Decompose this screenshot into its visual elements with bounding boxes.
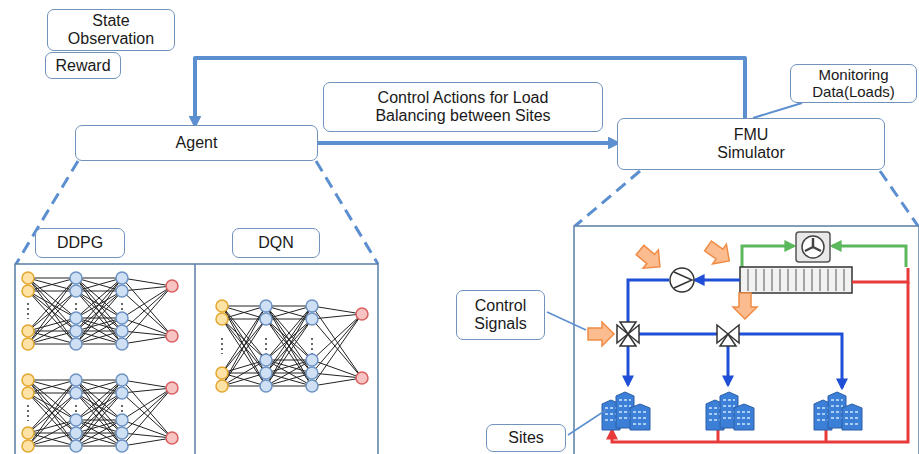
simulator-panel: [574, 226, 919, 454]
callout-label: Sites: [486, 424, 566, 452]
agent-box: Agent: [75, 125, 318, 161]
simulator-box: FMU Simulator: [617, 118, 885, 170]
node-text: Control Actions for Load Balancing betwe…: [358, 89, 568, 124]
flow-arrow: [195, 58, 745, 125]
building-icons: [602, 392, 862, 430]
node-text: FMU Simulator: [706, 126, 796, 161]
callout-label: Control Signals: [456, 290, 545, 340]
signal-arrows: [588, 236, 757, 346]
node-text: Monitoring Data(Loads): [802, 67, 906, 100]
node-text: Control Signals: [465, 297, 537, 332]
node-text: Reward: [55, 57, 110, 75]
input-label: Reward: [45, 52, 121, 79]
heat-exchanger: [740, 267, 852, 293]
flow-arrow: [318, 141, 617, 145]
action-label: Control Actions for Load Balancing betwe…: [323, 82, 603, 132]
panel-divider: [194, 264, 196, 454]
algorithm-label: DQN: [232, 228, 320, 258]
pump-symbol: [670, 268, 694, 292]
valve-symbols: [617, 322, 739, 346]
network-panel: [15, 264, 378, 454]
node-text: State Observation: [61, 12, 161, 47]
node-text: DDPG: [57, 234, 103, 252]
input-label: Monitoring Data(Loads): [790, 64, 917, 103]
node-text: DQN: [258, 234, 294, 252]
input-label: State Observation: [47, 9, 175, 51]
node-text: Sites: [508, 429, 544, 447]
algorithm-label: DDPG: [35, 228, 125, 258]
return-pipe: [612, 268, 908, 442]
supply-pipe: [628, 280, 842, 388]
neural-networks: [22, 272, 368, 452]
node-text: Agent: [176, 134, 218, 152]
leader-lines: [547, 312, 606, 435]
heat-pump-unit: [796, 232, 830, 262]
flow-arrow: [753, 103, 802, 118]
